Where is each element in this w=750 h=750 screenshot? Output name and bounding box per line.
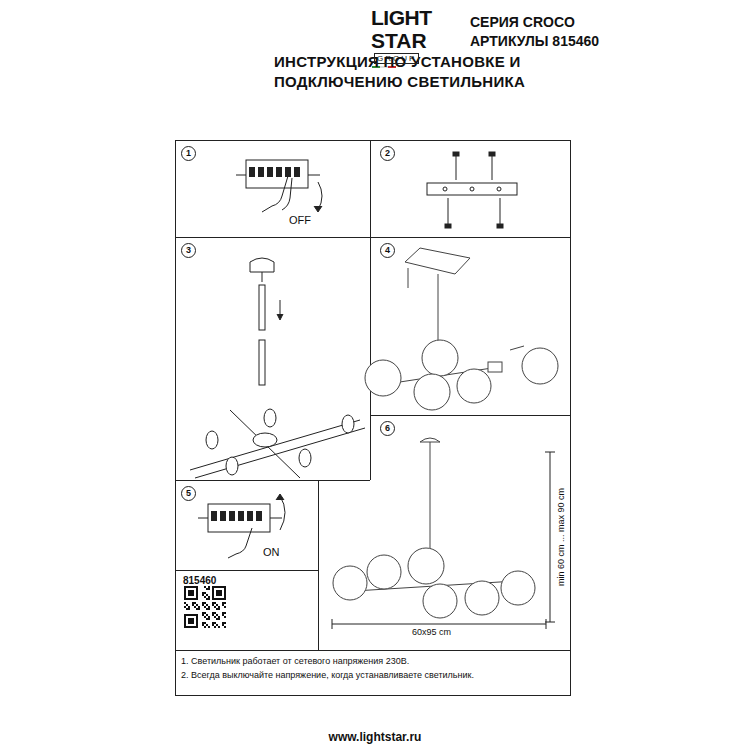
instruction-panel: 5ON <box>175 480 318 570</box>
step-number: 6 <box>380 421 395 436</box>
article-number: АРТИКУЛЫ 815460 <box>470 33 599 49</box>
instruction-panel: 815460 <box>175 570 318 650</box>
logo-word: LIGHT <box>371 6 432 30</box>
panel-frame <box>176 141 571 696</box>
switch-state: ON <box>263 546 280 559</box>
panel-divider <box>175 650 570 651</box>
dimension-lines <box>332 452 555 629</box>
logo-word: STAR <box>371 29 427 53</box>
document-title: ИНСТРУКЦИЯ ПО УСТАНОВКЕ И ПОДКЛЮЧЕНИЮ СВ… <box>274 52 570 92</box>
switch-state: OFF <box>289 214 311 227</box>
panel-divider <box>175 570 318 571</box>
mounting-plate <box>427 152 517 228</box>
dimension-label: min 60 cm ... max 90 cm <box>556 488 566 586</box>
step-number: 4 <box>380 243 395 258</box>
assembled-chandelier <box>333 438 535 618</box>
breaker-off <box>236 160 322 212</box>
panel-divider <box>175 480 370 481</box>
panel-divider <box>370 140 371 480</box>
breaker-on <box>198 494 285 558</box>
dimension-label: 60x95 cm <box>412 627 451 637</box>
instruction-panel: 1OFF <box>175 140 370 237</box>
panel-divider <box>318 480 319 650</box>
step-number: 1 <box>181 146 196 161</box>
step-number: 3 <box>181 243 196 258</box>
logo-subword: GROUP <box>374 53 419 64</box>
globe-mounting <box>365 248 558 410</box>
note: 1. Светильник работает от сетевого напря… <box>181 656 409 666</box>
step-number: 2 <box>380 146 395 161</box>
instruction-panel: 4 <box>370 237 570 415</box>
instruction-panel: 6 min 60 cm ... max 90 cm 60x95 cm <box>318 415 570 650</box>
series-name: СЕРИЯ CROCO <box>470 14 575 30</box>
article-number: 815460 <box>183 575 216 587</box>
step-number: 5 <box>181 486 196 501</box>
note: 2. Всегда выключайте напряжение, когда у… <box>181 670 474 680</box>
instruction-panel: 2 <box>370 140 570 237</box>
instruction-panel: 3 <box>175 237 370 480</box>
assembly-view <box>190 258 365 478</box>
qr-code <box>184 586 226 628</box>
panel-divider <box>370 415 570 416</box>
panel-divider <box>175 237 570 238</box>
website-url: www.lightstar.ru <box>329 731 422 745</box>
